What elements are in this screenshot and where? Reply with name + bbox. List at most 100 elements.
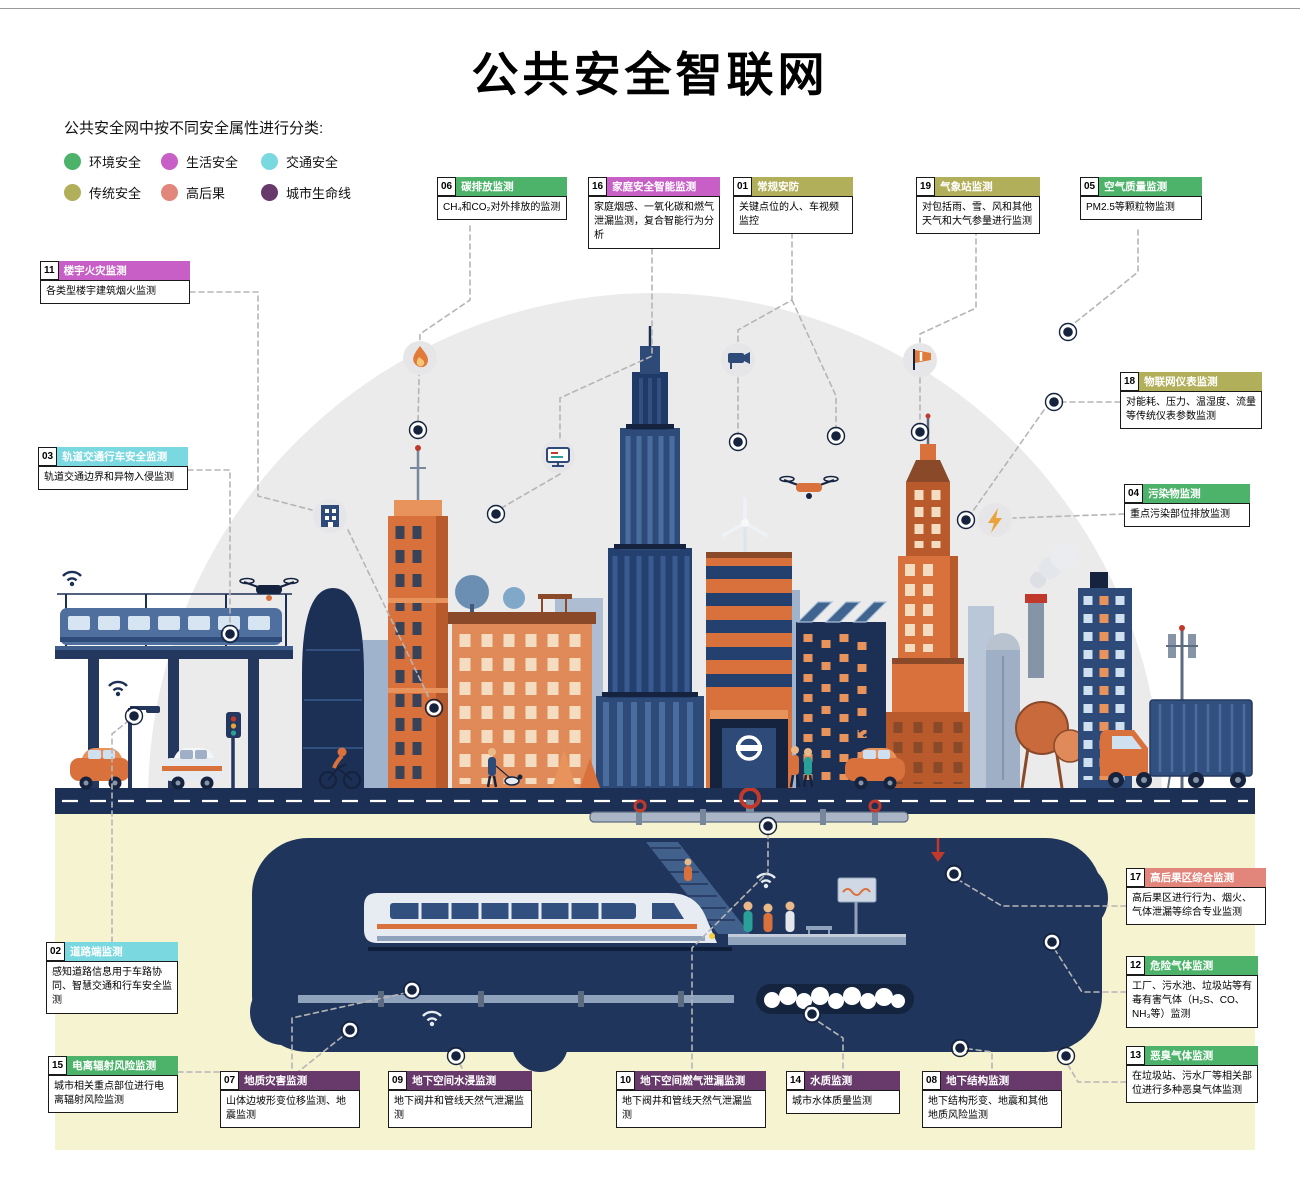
top-rule	[0, 8, 1300, 9]
callout-body: 地下阀井和管线天然气泄漏监测	[616, 1090, 766, 1129]
camera-icon	[721, 343, 755, 377]
legend-label: 环境安全	[89, 155, 142, 170]
legend-label: 生活安全	[186, 155, 239, 170]
street-trees	[552, 750, 600, 788]
central-skyscraper	[596, 326, 704, 788]
building-grid-icon	[313, 499, 347, 533]
drone-right-icon	[779, 475, 839, 499]
callout-body: 工厂、污水池、垃圾站等有毒有害气体（H₂S、CO、NH₃等）监测	[1126, 975, 1258, 1028]
wind-turbine	[721, 497, 769, 552]
windsock-icon	[903, 343, 937, 377]
building-roof-garden	[448, 575, 596, 788]
callout-body: 轨道交通边界和异物入侵监测	[38, 466, 188, 491]
pedestrians	[486, 746, 814, 788]
callout-body: 城市水体质量监测	[786, 1090, 900, 1115]
callout-body: 山体边坡形变位移监测、地震监测	[220, 1090, 360, 1129]
callout-body: 在垃圾站、污水厂等相关部位进行多种恶臭气体监测	[1126, 1065, 1258, 1104]
callout-body: PM2.5等颗粒物监测	[1080, 196, 1202, 221]
callout-body: 地下结构形变、地震和其他地质风险监测	[922, 1090, 1062, 1129]
callout-body: 高后果区进行行为、烟火、气体泄漏等综合专业监测	[1126, 887, 1266, 926]
legend-dot-environment	[64, 153, 81, 170]
truck	[1100, 699, 1253, 788]
page-subtitle: 公共安全网中按不同安全属性进行分类:	[64, 120, 324, 137]
gas-pipeline	[589, 787, 909, 825]
callout-title: 碳排放监测	[456, 177, 567, 196]
callout-body: CH₄和CO₂对外排放的监测	[437, 196, 567, 221]
callout-body: 感知道路信息用于车路协同、智慧交通和行车安全监测	[46, 961, 178, 1014]
callout-title: 家庭安全智能监测	[607, 177, 720, 196]
callout-title: 污染物监测	[1143, 484, 1250, 503]
legend-dot-high-consequence	[161, 184, 178, 201]
building-gherkin	[302, 588, 364, 788]
callout-title: 地下空间燃气泄漏监测	[635, 1071, 766, 1090]
legend-dot-life	[161, 153, 178, 170]
monitor-icon	[541, 439, 575, 473]
legend-label: 传统安全	[89, 186, 142, 201]
underground-pipeline	[298, 991, 734, 1028]
building-clock-tower	[886, 413, 970, 788]
callout-title: 空气质量监测	[1099, 177, 1202, 196]
callout-body: 重点污染部位排放监测	[1124, 503, 1250, 528]
callout-body: 地下阀井和管线天然气泄漏监测	[388, 1090, 532, 1129]
callout-body: 各类型楼宇建筑烟火监测	[40, 280, 190, 305]
legend-dot-traffic	[261, 153, 278, 170]
elevated-rail	[55, 570, 293, 788]
callout-number: 15	[48, 1056, 68, 1075]
cyclist	[318, 728, 362, 790]
building-orange-tower	[388, 445, 448, 788]
callout-number: 07	[220, 1071, 240, 1090]
callout-number: 03	[38, 447, 58, 466]
callout-body: 城市相关重点部位进行电离辐射风险监测	[48, 1075, 178, 1114]
callout-title: 地下空间水浸监测	[407, 1071, 532, 1090]
callout-number: 06	[437, 177, 457, 196]
callout-title: 危险气体监测	[1145, 956, 1258, 975]
callout-title: 地下结构监测	[941, 1071, 1062, 1090]
callout-number: 16	[588, 177, 608, 196]
callout-number: 17	[1126, 868, 1146, 887]
callout-number: 01	[733, 177, 753, 196]
legend-dot-city-lifeline	[261, 184, 278, 201]
legend-item-traffic: 交通安全	[261, 152, 381, 171]
callout-number: 18	[1120, 372, 1140, 391]
callout-title: 楼宇火灾监测	[58, 261, 190, 280]
callout-number: 14	[786, 1071, 806, 1090]
legend-label: 高后果	[186, 186, 226, 201]
connector-lines	[111, 223, 1139, 1083]
legend-dot-traditional	[64, 184, 81, 201]
taxi-left-1	[70, 748, 130, 790]
callout-body: 对能耗、压力、温湿度、流量等传统仪表参数监测	[1120, 391, 1262, 430]
subway-train	[364, 893, 717, 943]
callout-number: 02	[46, 942, 66, 961]
car-left-2	[162, 748, 222, 790]
callout-number: 04	[1124, 484, 1144, 503]
legend-item-life: 生活安全	[161, 152, 261, 171]
callout-title: 高后果区综合监测	[1145, 868, 1266, 887]
